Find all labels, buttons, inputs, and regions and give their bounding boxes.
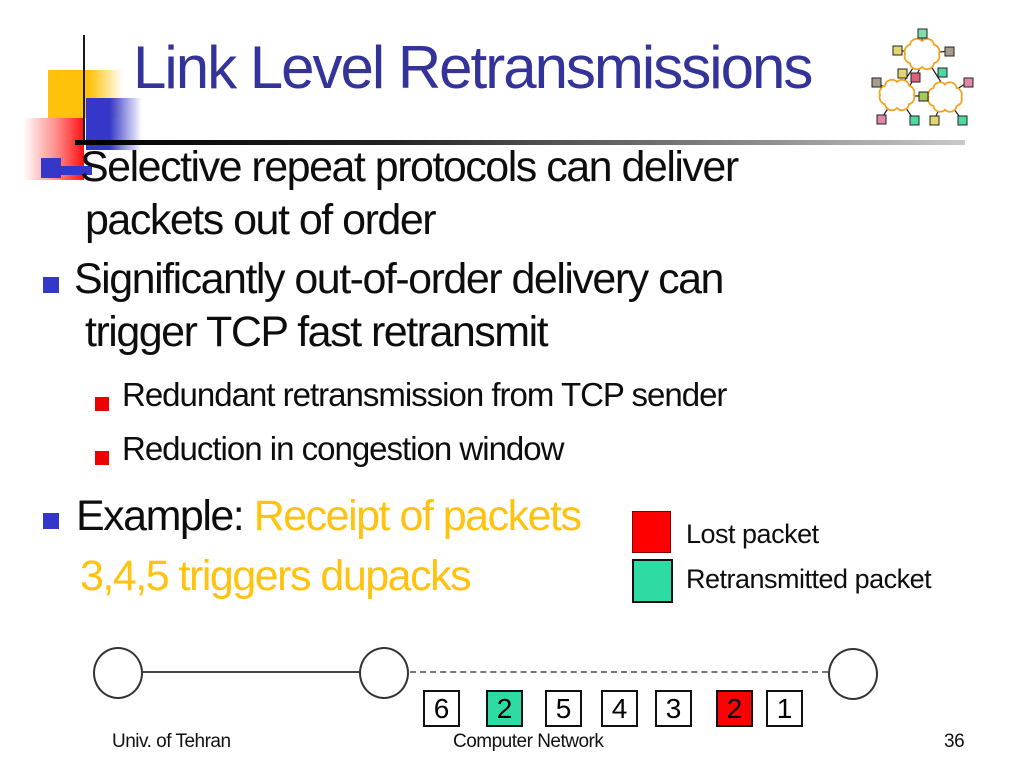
- legend-retransmitted-swatch: [632, 559, 673, 603]
- cloud-icon: [927, 81, 963, 113]
- bullet-2-marker: [43, 277, 59, 293]
- page-title: Link Level Retransmissions: [133, 34, 813, 101]
- example-prefix: Example:: [76, 492, 254, 540]
- legend-lost-swatch: [632, 511, 671, 553]
- footer-course-name: Computer Network: [453, 731, 604, 752]
- footer-page-number: 36: [944, 731, 965, 752]
- node-circle-middle: [359, 647, 409, 699]
- sub-bullet-2-marker: [95, 451, 109, 465]
- decor-small-blue-square: [41, 158, 61, 178]
- bullet-1-line-2: packets out of order: [85, 196, 437, 244]
- network-clipart-icon: [871, 28, 974, 126]
- cloud-icon: [903, 37, 941, 71]
- packet-box-4: 4: [601, 690, 638, 727]
- terminal-squares: [871, 28, 974, 126]
- legend-retransmitted-label: Retransmitted packet: [686, 564, 932, 594]
- bullet-2-line-2: trigger TCP fast retransmit: [85, 308, 549, 356]
- title-underline: [75, 140, 965, 145]
- packet-box-6: 6: [423, 690, 460, 727]
- decor-blue-bar: [58, 166, 92, 175]
- packet-box-2-lost: 2: [716, 690, 753, 727]
- sub-bullet-1-marker: [95, 397, 109, 411]
- footer-institution: Univ. of Tehran: [112, 731, 231, 752]
- sub-bullet-1-text: Redundant retransmission from TCP sender: [122, 376, 727, 413]
- packet-box-3: 3: [655, 690, 692, 727]
- sub-bullet-2-text: Reduction in congestion window: [122, 430, 564, 467]
- node-circle-right: [828, 648, 878, 700]
- link-solid-line: [143, 671, 361, 673]
- bullet-3-line-2: 3,4,5 triggers dupacks: [80, 552, 472, 600]
- legend-lost-label: Lost packet: [686, 519, 819, 549]
- bullet-2-line-1: Significantly out-of-order delivery can: [74, 255, 724, 303]
- packet-box-2-retransmitted: 2: [486, 690, 523, 727]
- decor-vertical-line: [83, 35, 85, 143]
- bullet-3-marker: [43, 513, 59, 529]
- packet-box-1: 1: [766, 690, 803, 727]
- packet-box-5: 5: [545, 690, 582, 727]
- link-dashed-line: [410, 671, 828, 673]
- bullet-3-line-1: Example: Receipt of packets: [76, 492, 582, 540]
- bullet-1-line-1: Selective repeat protocols can deliver: [80, 143, 739, 191]
- node-circle-left: [93, 647, 143, 699]
- cloud-icon: [878, 78, 916, 112]
- example-highlight: Receipt of packets: [253, 492, 582, 540]
